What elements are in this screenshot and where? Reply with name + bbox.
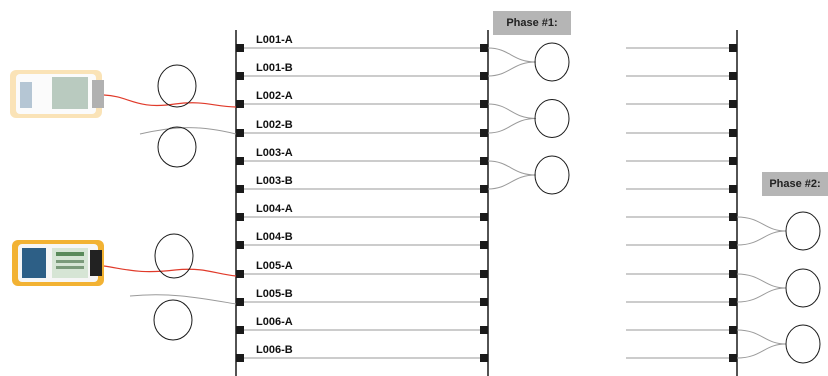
launch-cords-bottom <box>103 233 237 341</box>
connector <box>236 185 244 193</box>
phase2-loopback <box>736 324 821 364</box>
link-label: L006-A <box>256 316 293 328</box>
connector <box>236 298 244 306</box>
loopback-coil <box>785 211 821 251</box>
connector <box>480 72 488 80</box>
connector <box>236 354 244 362</box>
link-label: L006-B <box>256 344 293 356</box>
connector <box>480 129 488 137</box>
loop-lead <box>487 103 537 119</box>
connector <box>236 44 244 52</box>
loop-lead <box>487 61 537 77</box>
connector <box>236 72 244 80</box>
connector <box>236 213 244 221</box>
connector <box>729 72 737 80</box>
connector <box>729 270 737 278</box>
tester-top <box>10 70 104 118</box>
link-label: L004-A <box>256 203 293 215</box>
loopback-coil <box>534 99 570 138</box>
fiber-link: L004-A <box>236 203 737 221</box>
fiber-link: L004-B <box>236 231 737 249</box>
loopback-coil <box>534 155 570 195</box>
loopback-coil <box>785 268 821 308</box>
connector <box>480 270 488 278</box>
connector <box>236 241 244 249</box>
tester-bottom <box>12 240 104 286</box>
links-group: L001-A L001-B L002-A L002-B L003-A L003-B L004… <box>236 34 737 362</box>
connector <box>729 44 737 52</box>
launch-cords-top <box>103 64 237 168</box>
fiber-link: L003-A <box>236 147 737 165</box>
phase1-loopback <box>487 42 570 82</box>
loop-lead <box>736 216 787 232</box>
loopback-coil <box>534 42 570 82</box>
link-label: L003-B <box>256 175 293 187</box>
connector <box>236 129 244 137</box>
connector <box>480 185 488 193</box>
connector <box>236 100 244 108</box>
loop-lead <box>487 160 537 176</box>
connector <box>729 100 737 108</box>
fiber-link: L006-A <box>236 316 737 334</box>
connector <box>480 157 488 165</box>
link-label: L005-A <box>256 260 293 272</box>
phase2-loopback <box>736 268 821 308</box>
fiber-link: L001-A <box>236 34 737 52</box>
connector <box>480 100 488 108</box>
connector <box>729 129 737 137</box>
loopback-coil <box>785 324 821 364</box>
loop-lead <box>487 47 537 63</box>
fiber-link: L003-B <box>236 175 737 193</box>
connector <box>236 326 244 334</box>
connector <box>480 354 488 362</box>
phase2-loopback <box>736 211 821 251</box>
fiber-link: L001-B <box>236 62 737 80</box>
fiber-link: L005-A <box>236 260 737 278</box>
link-label: L002-B <box>256 119 293 131</box>
phase-1-label: Phase #1: <box>493 11 571 35</box>
link-label: L001-B <box>256 62 293 74</box>
connector <box>729 213 737 221</box>
link-label: L003-A <box>256 147 293 159</box>
loop-lead <box>736 273 787 289</box>
link-label: L002-A <box>256 90 293 102</box>
loop-lead <box>487 118 537 134</box>
connector <box>729 298 737 306</box>
connector <box>729 326 737 334</box>
loop-lead <box>736 343 787 359</box>
fiber-link: L002-B <box>236 119 737 137</box>
connector <box>480 298 488 306</box>
connector <box>480 44 488 52</box>
fiber-link: L005-B <box>236 288 737 306</box>
phase1-loopback <box>487 155 570 195</box>
connector <box>729 241 737 249</box>
phase-2-label: Phase #2: <box>762 172 828 196</box>
link-label: L004-B <box>256 231 293 243</box>
connector <box>236 157 244 165</box>
connector <box>729 185 737 193</box>
phase1-loops <box>487 42 570 195</box>
phase2-loops <box>736 211 821 364</box>
phase1-loopback <box>487 99 570 138</box>
connector <box>729 157 737 165</box>
link-label: L001-A <box>256 34 293 46</box>
loop-lead <box>736 287 787 303</box>
loop-lead <box>487 174 537 190</box>
fiber-link: L002-A <box>236 90 737 108</box>
connector <box>236 270 244 278</box>
connector <box>480 241 488 249</box>
loop-lead <box>736 329 787 345</box>
connector <box>480 326 488 334</box>
link-label: L005-B <box>256 288 293 300</box>
connector <box>729 354 737 362</box>
fiber-link: L006-B <box>236 344 737 362</box>
connector <box>480 213 488 221</box>
loop-lead <box>736 230 787 246</box>
